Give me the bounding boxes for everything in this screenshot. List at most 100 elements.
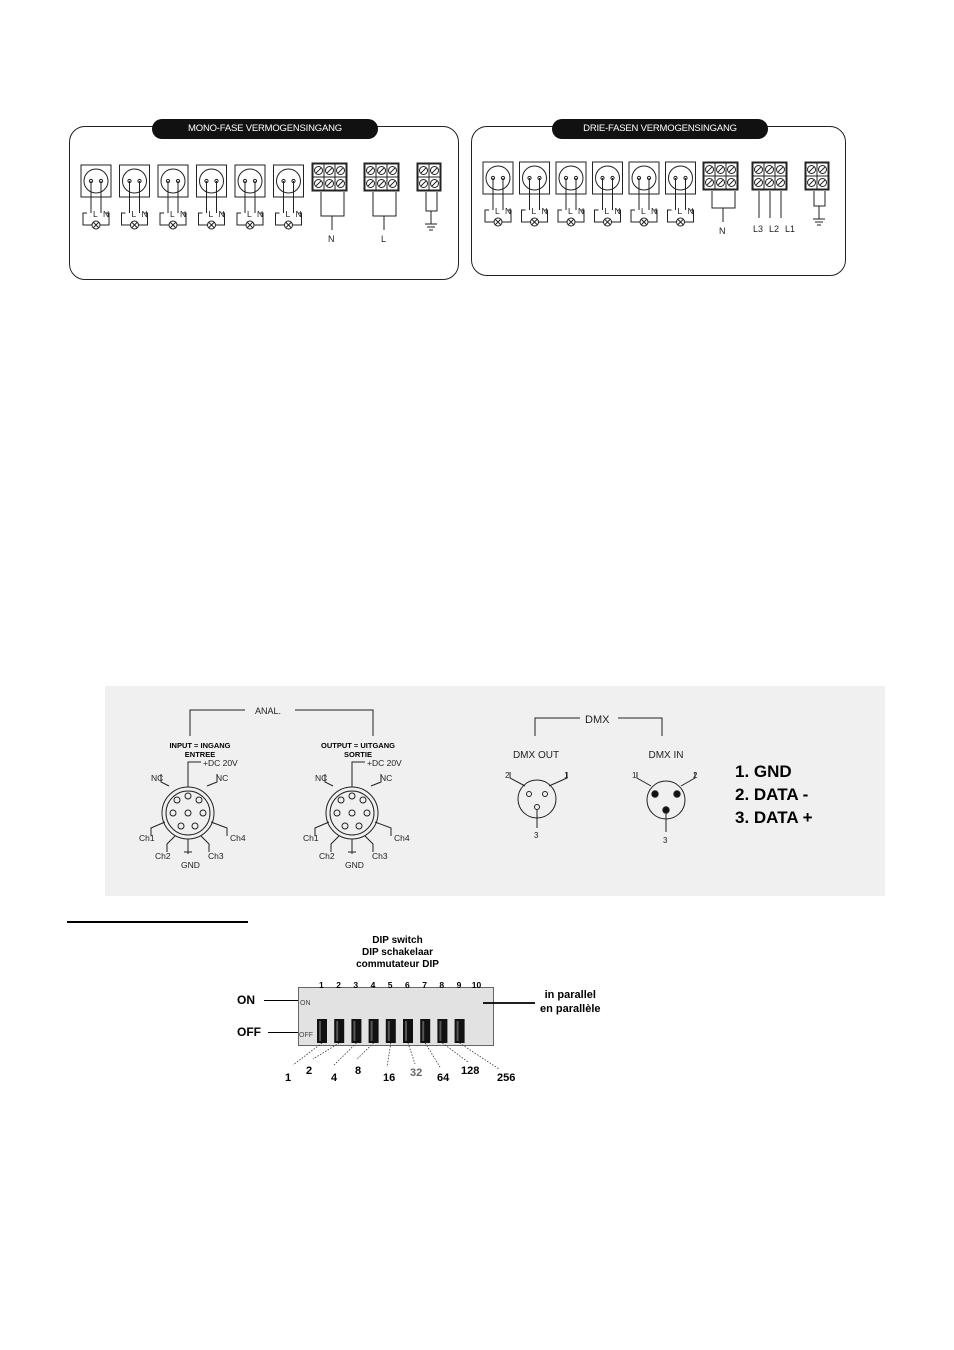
dmx-in-connector (636, 772, 696, 832)
dip-switch-lever[interactable] (351, 1019, 362, 1043)
input-nc-left: NC (151, 773, 163, 783)
input-din-connector (150, 761, 228, 854)
output-gnd: GND (345, 860, 364, 870)
dmx-in-pin1: 1 (632, 771, 637, 780)
lamp-icon (207, 220, 216, 230)
dip-body-off: OFF (299, 1032, 313, 1039)
dip-weight-label: 32 (410, 1067, 422, 1079)
channel-l-label: L (132, 209, 137, 219)
dip-switch-lever[interactable] (454, 1019, 465, 1043)
channel-l-label: L (605, 206, 610, 216)
terminal-l3-label: L3 (753, 224, 763, 234)
dip-weight-leader (442, 1042, 469, 1063)
dip-weight-label: 256 (497, 1072, 515, 1084)
lamp-icon (639, 217, 649, 227)
dip-weight-leader (312, 1042, 340, 1060)
section-divider (67, 921, 248, 923)
dip-body-on: ON (300, 1000, 311, 1007)
dip-title-line-1: DIP switch (372, 935, 423, 946)
mono-phase-title: MONO-FASE VERMOGENSINGANG (152, 119, 378, 139)
terminal-n-label: N (328, 234, 335, 244)
dip-weight-label: 1 (285, 1072, 291, 1084)
input-ch2: Ch2 (155, 851, 171, 861)
dip-switch-number: 1 (319, 980, 324, 990)
lamp-icon (168, 220, 178, 230)
channel-n-label: N (103, 209, 109, 219)
output-subtitle: SORTIE (344, 750, 372, 759)
output-din-connector (314, 761, 392, 854)
dip-switch-number: 8 (439, 980, 444, 990)
off-label: OFF (237, 1025, 261, 1039)
channel-n-label: N (505, 206, 511, 216)
dip-switch-number: 9 (457, 980, 462, 990)
input-title: INPUT = INGANG (169, 741, 230, 750)
three-phase-panel: DRIE-FASEN VERMOGENSINGANG (471, 119, 846, 276)
dip-switch-lever[interactable] (368, 1019, 379, 1043)
channel-n-label: N (542, 206, 548, 216)
input-subtitle: ENTREE (185, 750, 215, 759)
legend-data-minus: 2. DATA - (735, 785, 809, 804)
on-pointer (264, 1000, 298, 1001)
dmx-bracket-label: DMX (585, 714, 610, 726)
dip-title-line-3: commutateur DIP (356, 959, 439, 970)
lamp-icon (603, 217, 612, 227)
channel-l-label: L (247, 209, 252, 219)
dip-weight-leader (292, 1042, 323, 1066)
channel-l-label: L (170, 209, 175, 219)
dip-switch-lever[interactable] (317, 1019, 327, 1043)
dip-switch-number: 7 (422, 980, 427, 990)
dip-switch-lever[interactable] (420, 1019, 431, 1043)
dip-switch-lever[interactable] (385, 1019, 396, 1043)
lamp-icon (91, 220, 101, 230)
channel-l-label: L (93, 209, 98, 219)
dip-switch-lever[interactable] (403, 1019, 413, 1043)
dmx-pin-legend: 1. GND 2. DATA - 3. DATA + (735, 760, 813, 829)
dmx-out-pin2: 2 (505, 771, 510, 780)
output-dc-label: +DC 20V (367, 758, 402, 768)
dip-switch-number: 5 (388, 980, 393, 990)
dmx-in-pin2: 2 (693, 771, 698, 780)
lamp-icon (284, 220, 293, 230)
channel-n-label: N (651, 206, 657, 216)
terminal-l2-label: L2 (769, 224, 779, 234)
analog-bracket-label: ANAL. (255, 706, 281, 716)
legend-gnd: 1. GND (735, 762, 792, 781)
dip-switch-number: 10 (472, 980, 482, 990)
dip-switch-lever[interactable] (437, 1019, 448, 1043)
dip-weight-label: 16 (383, 1072, 395, 1084)
channel-n-label: N (296, 209, 302, 219)
dip-weight-leader (459, 1042, 500, 1070)
connector-diagram (105, 686, 885, 896)
dip-weight-label: 64 (437, 1072, 450, 1084)
ground-terminal-block (804, 161, 830, 191)
lamp-icon (566, 217, 576, 227)
dmx-out-pin3: 3 (534, 831, 539, 840)
dip-weight-leader (356, 1042, 374, 1060)
channel-l-label: L (568, 206, 573, 216)
dip-weight-leader (333, 1042, 357, 1066)
dip-title: DIP switch DIP schakelaar commutateur DI… (340, 935, 455, 971)
legend-data-plus: 3. DATA + (735, 808, 813, 827)
output-ch4: Ch4 (394, 833, 410, 843)
channel-l-label: L (495, 206, 500, 216)
input-ch3: Ch3 (208, 851, 224, 861)
channel-l-label: L (286, 209, 291, 219)
channel-l-label: L (678, 206, 683, 216)
dip-switch-lever[interactable] (334, 1019, 345, 1043)
dmx-out-pin1: 1 (564, 771, 569, 780)
output-ch1: Ch1 (303, 833, 319, 843)
parallel-line-1: in parallel (544, 989, 596, 1001)
dip-weight-leader (407, 1042, 416, 1065)
output-title: OUTPUT = UITGANG (321, 741, 395, 750)
dip-switch-number: 2 (336, 980, 341, 990)
output-nc-left: NC (315, 773, 327, 783)
